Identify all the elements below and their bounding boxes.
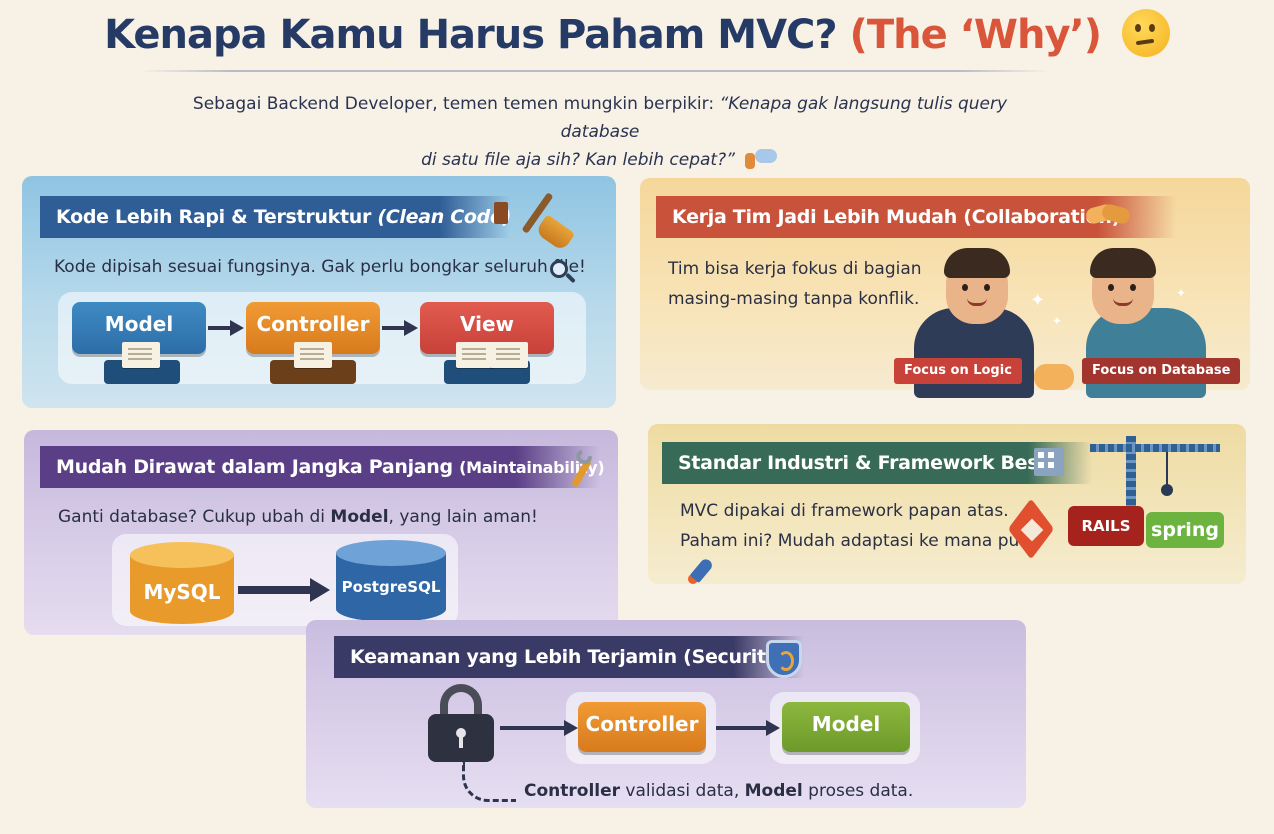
model-box: Model <box>72 302 206 354</box>
sparkle-icon: ✦ <box>1176 286 1187 300</box>
subtitle: Sebagai Backend Developer, temen temen m… <box>160 90 1040 174</box>
wrench-icon <box>566 446 596 490</box>
caption-model: Model <box>744 781 803 801</box>
collaboration-line1: Tim bisa kerja fokus di bagian <box>668 259 922 279</box>
maintainability-desc-suffix: , yang lain aman! <box>388 507 538 527</box>
rails-logo: RAILS <box>1068 506 1144 546</box>
security-model-box: Model <box>782 702 910 752</box>
title-accent: (The ‘Why’) <box>849 12 1102 58</box>
collaboration-description: Tim bisa kerja fokus di bagian masing-ma… <box>668 254 922 314</box>
clean-code-title: Kode Lebih Rapi & Terstruktur (Clean Cod… <box>40 196 511 238</box>
security-model-label: Model <box>811 712 881 736</box>
model-label: Model <box>104 312 174 336</box>
handshake-icon <box>1034 364 1074 390</box>
mysql-database-icon: MySQL <box>130 542 234 626</box>
maintainability-title: Mudah Dirawat dalam Jangka Panjang (Main… <box>40 446 605 488</box>
industry-title: Standar Industri & Framework Besar <box>662 442 1092 484</box>
subtitle-prefix: Sebagai Backend Developer, temen temen m… <box>192 94 720 114</box>
industry-line2: Paham ini? Mudah adaptasi ke mana pun! <box>680 531 1037 551</box>
collaboration-line2: masing-masing tanpa konflik. <box>668 289 920 309</box>
maintainability-desc-prefix: Ganti database? Cukup ubah di <box>58 507 331 527</box>
laravel-logo-icon <box>1006 506 1060 552</box>
security-title: Keamanan yang Lebih Terjamin (Security) <box>334 636 804 678</box>
security-controller-box: Controller <box>578 702 706 752</box>
document-icon <box>456 342 494 368</box>
building-icon <box>1034 448 1064 476</box>
lock-icon <box>428 684 494 762</box>
controller-label: Controller <box>256 312 370 336</box>
title-divider <box>140 70 1050 72</box>
dashed-arrow <box>462 762 516 802</box>
handshake-icon <box>1084 200 1132 230</box>
caption-controller: Controller <box>524 781 621 801</box>
magnifier-icon <box>548 258 576 286</box>
sparkle-icon: ✦ <box>1030 290 1046 311</box>
maintainability-title-tag: (Maintainability) <box>459 458 605 477</box>
security-controller-label: Controller <box>585 712 699 736</box>
clean-code-title-text: Kode Lebih Rapi & Terstruktur <box>56 206 372 228</box>
maintainability-title-text: Mudah Dirawat dalam Jangka Panjang <box>56 456 453 478</box>
caption-mid: validasi data, <box>620 781 745 801</box>
broom-icon <box>494 186 578 256</box>
sparkle-icon: ✦ <box>1052 314 1063 328</box>
postgresql-label: PostgreSQL <box>341 578 441 596</box>
industry-line1: MVC dipakai di framework papan atas. <box>680 501 1009 521</box>
tag-focus-database: Focus on Database <box>1082 358 1241 384</box>
thinking-face-icon <box>1121 9 1170 57</box>
security-caption: Controller validasi data, Model proses d… <box>524 776 913 806</box>
rocket-icon <box>686 556 720 588</box>
crane-icon <box>1090 436 1230 516</box>
shield-icon <box>766 640 802 678</box>
spring-logo: spring <box>1146 512 1224 548</box>
tag-focus-logic: Focus on Logic <box>894 358 1022 384</box>
subtitle-quote-line2: di satu file aja sih? Kan lebih cepat?” <box>421 150 735 170</box>
document-icon <box>122 342 160 368</box>
maintainability-desc-bold: Model <box>330 507 389 527</box>
postgresql-database-icon: PostgreSQL <box>336 540 446 624</box>
title-main: Kenapa Kamu Harus Paham MVC? <box>104 12 838 58</box>
maintainability-description: Ganti database? Cukup ubah di Model, yan… <box>58 502 538 532</box>
subtitle-quote-line1: “Kenapa gak langsung tulis query databas… <box>560 94 1008 142</box>
view-label: View <box>459 312 515 336</box>
clean-code-title-tag: (Clean Code) <box>377 206 511 228</box>
page-title: Kenapa Kamu Harus Paham MVC? (The ‘Why’) <box>0 9 1274 61</box>
mysql-label: MySQL <box>143 580 221 604</box>
document-icon <box>294 342 332 368</box>
caption-end: proses data. <box>802 781 914 801</box>
clean-code-description: Kode dipisah sesuai fungsinya. Gak perlu… <box>54 257 586 277</box>
running-person-icon <box>741 147 779 173</box>
industry-description: MVC dipakai di framework papan atas. Pah… <box>680 496 1037 556</box>
document-icon <box>490 342 528 368</box>
